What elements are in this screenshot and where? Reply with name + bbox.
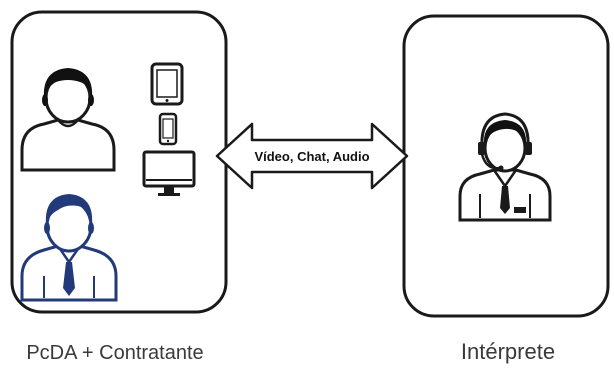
double-arrow: Vídeo, Chat, Audio (215, 122, 409, 190)
person-icon (20, 68, 116, 172)
interpreter-headset-icon (458, 112, 552, 222)
monitor-icon (142, 150, 196, 196)
person-with-tie-icon (20, 194, 118, 302)
arrow-label: Vídeo, Chat, Audio (254, 149, 369, 164)
right-caption: Intérprete (460, 339, 556, 364)
phone-icon (158, 112, 178, 146)
tablet-icon (150, 62, 184, 106)
left-caption: PcDA + Contratante (26, 342, 204, 364)
